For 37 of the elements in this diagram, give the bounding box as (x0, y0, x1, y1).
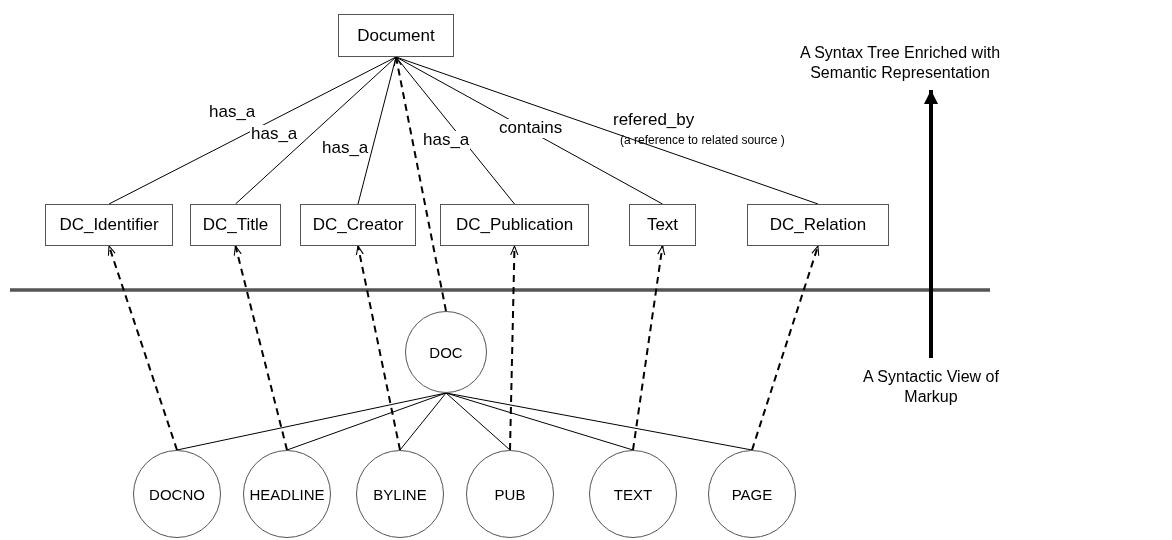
connector-line (286, 392, 447, 451)
dashed-arrow (393, 56, 447, 312)
connector-line (445, 392, 511, 451)
dashed-arrow (355, 245, 401, 451)
element-circle: DOC (405, 311, 487, 393)
element-circle: HEADLINE (243, 450, 331, 538)
dashed-arrow (509, 245, 519, 451)
dashed-arrow (233, 245, 288, 451)
concept-box: DC_Relation (747, 204, 889, 246)
edge-label: refered_by (612, 111, 696, 130)
axis-caption: A Syntactic View of Markup (862, 367, 1000, 407)
connector-line (235, 56, 397, 205)
concept-box: DC_Title (190, 204, 281, 246)
axis-caption: A Syntax Tree Enriched with Semantic Representation (798, 43, 1002, 83)
concept-box: Text (629, 204, 696, 246)
connector-line (395, 56, 819, 205)
dashed-arrow (107, 245, 178, 451)
concept-box: DC_Creator (300, 204, 416, 246)
edge-label: has_a (208, 103, 257, 122)
concept-box: DC_Identifier (45, 204, 173, 246)
edge-label: has_a (250, 125, 299, 144)
element-circle: BYLINE (356, 450, 444, 538)
edge-label: contains (498, 119, 564, 138)
element-circle: DOCNO (133, 450, 221, 538)
element-circle: TEXT (589, 450, 677, 538)
dashed-arrow (632, 245, 666, 451)
edge-label: has_a (422, 131, 471, 150)
dashed-arrow (751, 245, 820, 451)
connector-line (395, 56, 515, 205)
concept-box: Document (338, 14, 454, 57)
thick-arrow (924, 90, 938, 358)
note-text: (a reference to related source ) (620, 133, 785, 147)
concept-box: DC_Publication (440, 204, 589, 246)
connector-line (399, 392, 447, 451)
edge-label: has_a (321, 139, 370, 158)
element-circle: PAGE (708, 450, 796, 538)
element-circle: PUB (466, 450, 554, 538)
